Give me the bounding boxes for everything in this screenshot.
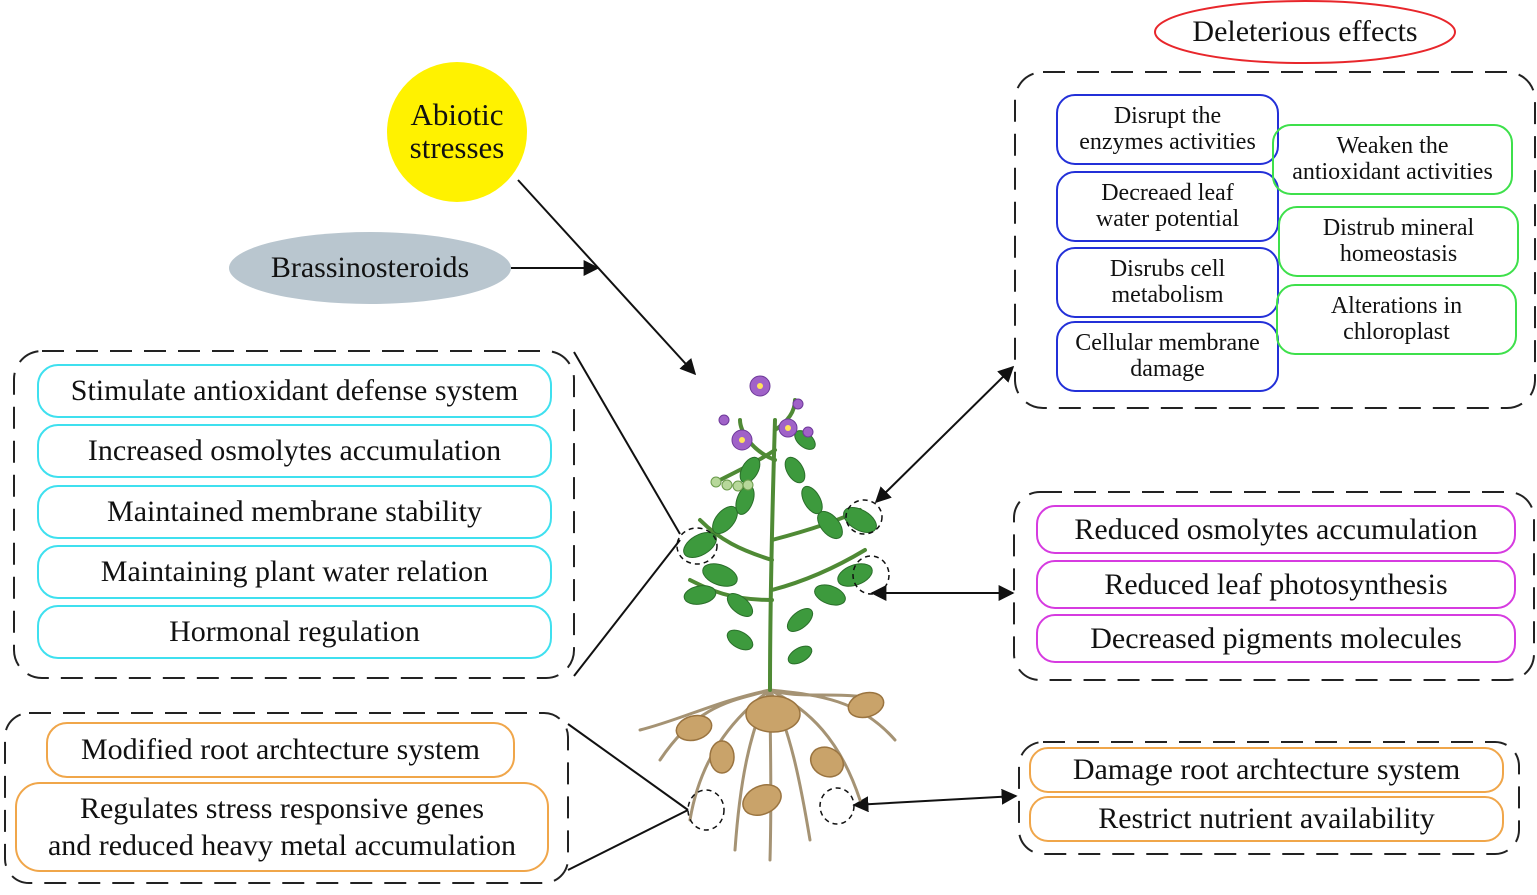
orange-pills	[15, 722, 1504, 872]
deleterious-blue-item: Disrubs cell metabolism	[1109, 256, 1226, 308]
deleterious-root-group	[1018, 741, 1520, 855]
positive-shoot-item: Hormonal regulation	[169, 615, 420, 649]
positive-root-item: Regulates stress responsive genes and re…	[47, 791, 517, 863]
left-connectors	[567, 351, 689, 871]
deleterious-magenta-item: Reduced osmolytes accumulation	[1074, 512, 1478, 546]
deleterious-magenta-item: Decreased pigments molecules	[1090, 621, 1462, 655]
blue-boxes	[1056, 94, 1279, 392]
positive-shoot-item: Maintained membrane stability	[107, 495, 482, 529]
positive-shoot-group	[13, 350, 575, 679]
deleterious-green-item: Alterations in chloroplast	[1330, 293, 1463, 345]
deleterious-green-item: Distrub mineral homeostasis	[1322, 215, 1475, 267]
positive-shoot-item: Increased osmolytes accumulation	[87, 434, 502, 468]
diagram-title: Deleterious effects	[1192, 15, 1418, 49]
magenta-pills	[1036, 505, 1516, 663]
right-arrows	[852, 365, 1018, 813]
positive-root-group	[4, 712, 569, 884]
deleterious-root-item: Damage root archtecture system	[1072, 753, 1461, 787]
cyan-pills	[37, 364, 552, 659]
deleterious-blue-item: Disrupt the enzymes activities	[1079, 103, 1256, 155]
brassinosteroids-label: Brassinosteroids	[270, 251, 470, 285]
green-boxes	[1272, 124, 1519, 355]
deleterious-blue-item: Decreaed leaf water potential	[1095, 180, 1240, 232]
brassinosteroids-ellipse	[229, 232, 511, 304]
potato-plant-illustration	[638, 375, 897, 862]
positive-root-item: Modified root archtecture system	[80, 733, 481, 767]
abiotic-arrow	[517, 179, 697, 376]
positive-shoot-item: Stimulate antioxidant defense system	[70, 374, 519, 408]
abiotic-stresses-label: Abiotic stresses	[409, 97, 505, 165]
positive-shoot-item: Maintaining plant water relation	[100, 555, 489, 589]
title-ellipse	[1154, 0, 1456, 64]
deleterious-magenta-item: Reduced leaf photosynthesis	[1104, 567, 1448, 601]
deleterious-blue-item: Cellular membrane damage	[1075, 330, 1260, 382]
deleterious-green-item: Weaken the antioxidant activities	[1292, 133, 1493, 185]
deleterious-top-group	[1014, 71, 1536, 409]
deleterious-root-item: Restrict nutrient availability	[1098, 802, 1435, 836]
abiotic-stresses-circle	[387, 62, 527, 202]
